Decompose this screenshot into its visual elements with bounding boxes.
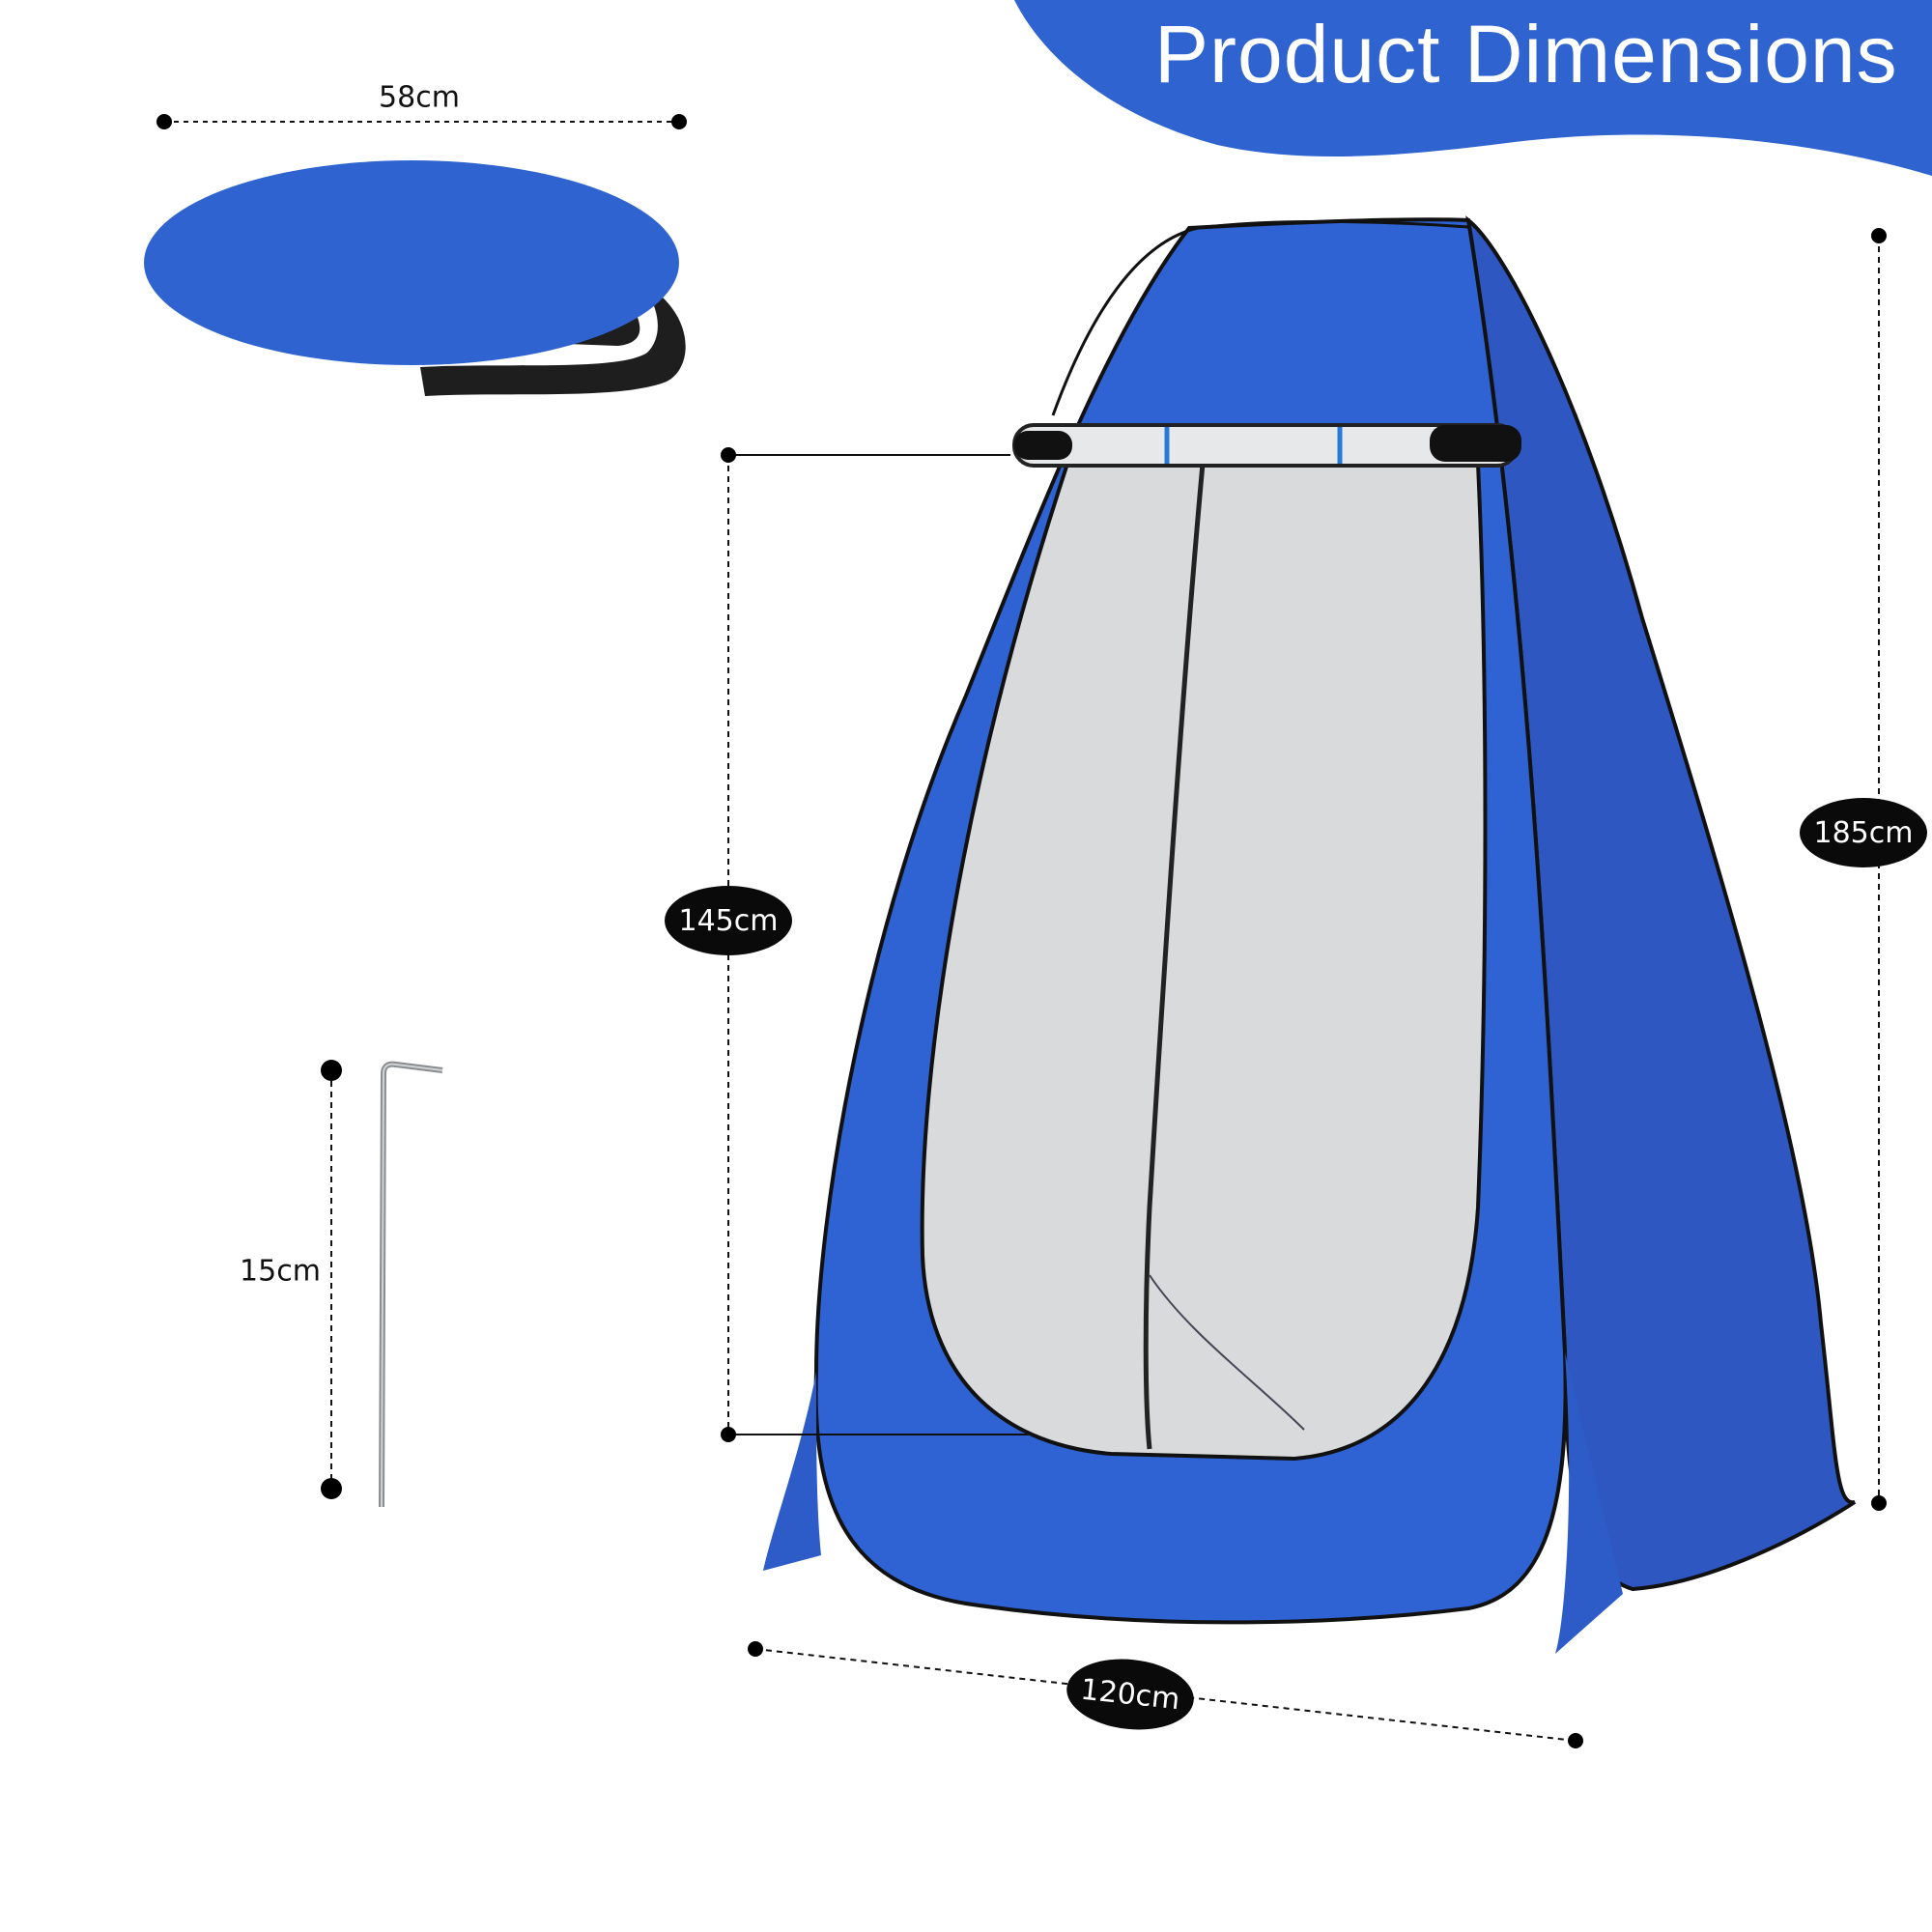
- stake-length-line: [321, 1060, 342, 1499]
- bag-diameter-line: [156, 114, 687, 129]
- title-banner: [1014, 0, 1932, 176]
- stake-length-label: 15cm: [240, 1254, 321, 1289]
- tent-height-label: 185cm: [1800, 798, 1927, 867]
- tent-image: [763, 215, 1857, 1654]
- tent-width-line: [748, 1641, 1583, 1748]
- tent-height-line: [1871, 228, 1887, 1511]
- door-height-label: 145cm: [665, 886, 792, 955]
- page-title: Product Dimensions: [1154, 9, 1898, 99]
- carry-bag-image: [144, 160, 686, 396]
- bag-diameter-label: 58cm: [379, 80, 460, 115]
- tent-stake-image: [379, 1061, 443, 1508]
